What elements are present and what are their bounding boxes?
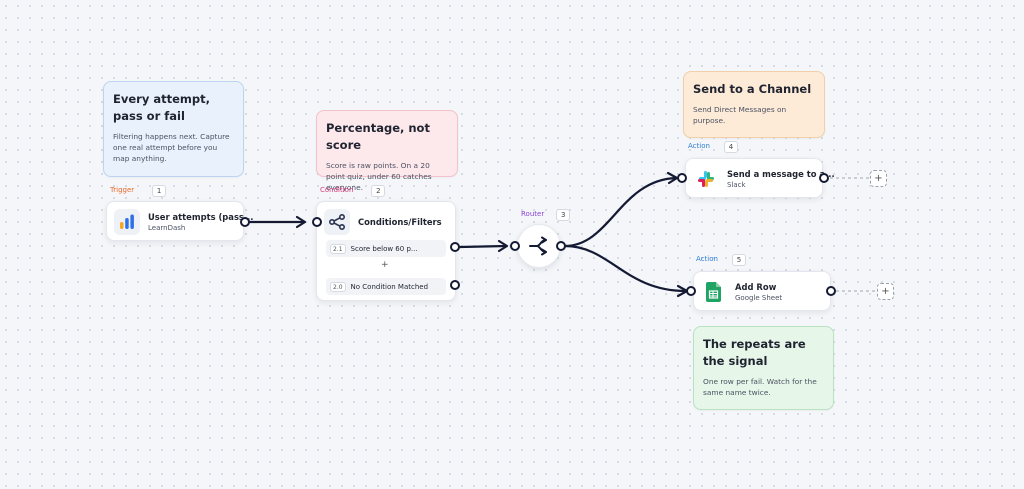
- connector-router-slack: [563, 176, 678, 248]
- router-node[interactable]: [517, 224, 561, 268]
- node-app-name: LearnDash: [148, 223, 186, 232]
- step-tag-condition: Condition 2: [320, 184, 386, 197]
- tag-label: Router: [521, 210, 545, 218]
- branch-filter-icon: [324, 209, 350, 235]
- condition-branch-2-1[interactable]: 2.1 Score below 60 p...: [326, 240, 446, 257]
- step-tag-sheet: Action 5: [696, 253, 746, 266]
- note-title: Send to a Channel: [693, 82, 812, 96]
- step-number: 4: [723, 140, 738, 153]
- branch-label: No Condition Matched: [350, 282, 429, 291]
- condition-branch-2-0-output-port[interactable]: [450, 280, 460, 290]
- connector-router-sheet: [563, 244, 688, 293]
- note-title: Percentage, not score: [326, 121, 430, 152]
- google-sheet-action-node[interactable]: Add Row Google Sheet: [693, 271, 831, 311]
- slack-icon: [693, 166, 719, 192]
- add-step-after-sheet-button[interactable]: +: [877, 283, 894, 300]
- learndash-bars-icon: [114, 209, 140, 235]
- condition-branch-2-0[interactable]: 2.0 No Condition Matched: [326, 278, 446, 295]
- sticky-note-trigger[interactable]: Every attempt, pass or fail Filtering ha…: [103, 81, 244, 177]
- step-tag-trigger: Trigger 1: [110, 184, 167, 197]
- condition-branch-2-1-output-port[interactable]: [450, 242, 460, 252]
- router-input-port[interactable]: [510, 241, 520, 251]
- router-split-icon: [529, 236, 547, 256]
- node-title: Add Row: [735, 281, 777, 292]
- branch-number: 2.1: [330, 243, 346, 254]
- note-body: Send Direct Messages on purpose.: [693, 105, 787, 125]
- note-body: Score is raw points. On a 20 point quiz,…: [326, 161, 432, 192]
- step-number: 1: [152, 184, 167, 197]
- sheet-input-port[interactable]: [686, 286, 696, 296]
- slack-action-node[interactable]: Send a message to a... Slack: [685, 158, 835, 198]
- add-step-after-slack-button[interactable]: +: [870, 170, 887, 187]
- note-body: Filtering happens next. Capture one real…: [113, 132, 230, 163]
- google-sheet-icon: [701, 279, 727, 305]
- step-number: 5: [731, 253, 746, 266]
- node-title: Conditions/Filters: [358, 217, 442, 227]
- trigger-node[interactable]: User attempts (pass... LearnDash: [106, 201, 253, 241]
- note-title: The repeats are the signal: [703, 337, 806, 368]
- sheet-output-port[interactable]: [826, 286, 836, 296]
- condition-node[interactable]: Conditions/Filters 2.1 Score below 60 p.…: [316, 201, 456, 301]
- tag-label: Action: [688, 142, 710, 150]
- sticky-note-channel[interactable]: Send to a Channel Send Direct Messages o…: [683, 71, 825, 138]
- step-tag-slack: Action 4: [688, 140, 738, 153]
- trigger-output-port[interactable]: [240, 217, 250, 227]
- node-app-name: Google Sheet: [735, 293, 783, 302]
- note-body: One row per fail. Watch for the same nam…: [703, 377, 817, 397]
- step-number: 2: [371, 184, 386, 197]
- sticky-note-repeats[interactable]: The repeats are the signal One row per f…: [693, 326, 834, 410]
- tag-label: Action: [696, 255, 718, 263]
- step-number: 3: [556, 208, 571, 221]
- add-condition-button[interactable]: +: [381, 260, 389, 270]
- slack-output-port[interactable]: [819, 173, 829, 183]
- node-title: User attempts (pass...: [148, 211, 254, 222]
- step-tag-router: Router 3: [521, 208, 571, 221]
- slack-input-port[interactable]: [677, 173, 687, 183]
- tag-label: Trigger: [110, 186, 135, 194]
- connector-condition-router: [458, 244, 508, 249]
- branch-number: 2.0: [330, 281, 346, 292]
- router-output-port[interactable]: [556, 241, 566, 251]
- node-app-name: Slack: [727, 180, 746, 189]
- branch-label: Score below 60 p...: [350, 244, 418, 253]
- node-title: Send a message to a...: [727, 168, 835, 179]
- condition-input-port[interactable]: [312, 217, 322, 227]
- note-title: Every attempt, pass or fail: [113, 92, 210, 123]
- sticky-note-condition[interactable]: Percentage, not score Score is raw point…: [316, 110, 458, 192]
- tag-label: Condition: [320, 186, 354, 194]
